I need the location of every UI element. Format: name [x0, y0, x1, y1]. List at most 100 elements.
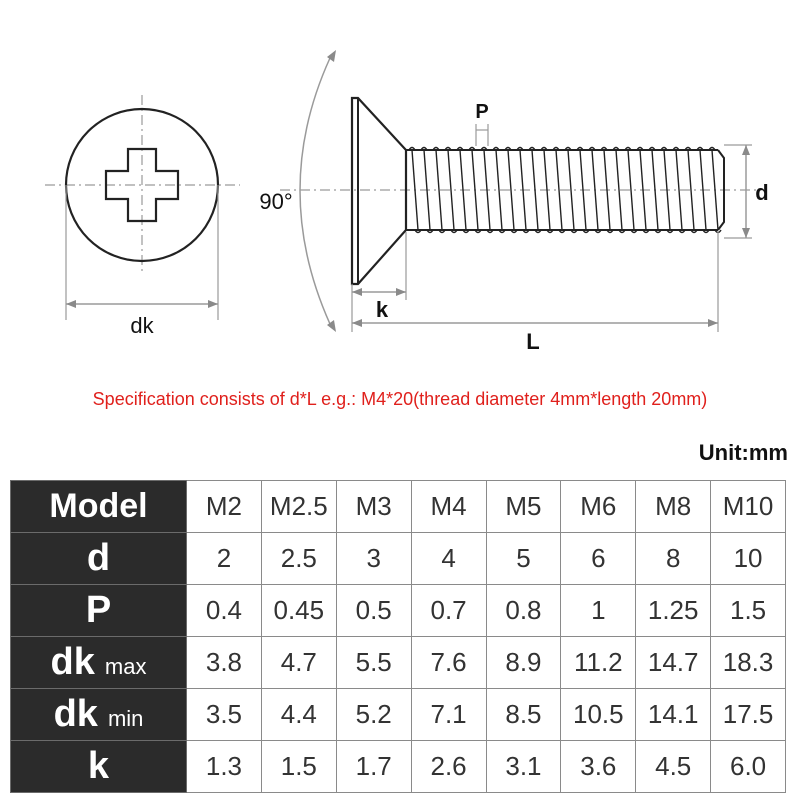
thread-tooth — [672, 146, 686, 234]
L-arrow-left-icon — [352, 319, 362, 327]
value-cell: 7.1 — [410, 688, 487, 741]
thread-tooth — [408, 146, 422, 234]
value-cell: 14.1 — [635, 688, 712, 741]
thread-crest — [651, 149, 659, 231]
thread-tooth — [540, 146, 554, 234]
thread-tooth — [624, 146, 638, 234]
thread-tooth — [648, 146, 662, 234]
angle-arc — [299, 57, 331, 325]
L-arrow-right-icon — [708, 319, 718, 327]
model-cell: M4 — [410, 480, 487, 533]
thread-crest — [507, 149, 515, 231]
value-cell: 1 — [560, 584, 637, 637]
countersunk-head — [350, 96, 408, 286]
row-qualifier: min — [107, 706, 144, 731]
dk-label: dk — [130, 313, 154, 338]
dk-arrow-left-icon — [66, 300, 76, 308]
value-cell: 0.8 — [485, 584, 562, 637]
head-top-view: dk — [45, 95, 240, 338]
thread-crest — [459, 149, 467, 231]
thread-crest — [687, 149, 695, 231]
thread-crest — [615, 149, 623, 231]
value-cell: 8 — [635, 532, 712, 585]
thread-crest — [543, 149, 551, 231]
value-cell: 1.5 — [710, 584, 786, 637]
thread-crest — [447, 149, 455, 231]
row-symbol: dk — [50, 641, 95, 683]
unit-label: Unit:mm — [698, 440, 788, 465]
model-cell: M6 — [560, 480, 637, 533]
k-arrow-right-icon — [396, 288, 406, 296]
thread-crest — [639, 149, 647, 231]
angle-arrow-bottom-icon — [327, 320, 336, 332]
thread-tooth — [420, 146, 434, 234]
thread-tooth — [468, 146, 482, 234]
value-cell: 1.7 — [335, 740, 412, 793]
value-cell: 0.7 — [410, 584, 487, 637]
value-cell: 0.5 — [335, 584, 412, 637]
k-arrow-left-icon — [352, 288, 362, 296]
thread-crest — [591, 149, 599, 231]
row-header-cell: P — [10, 584, 187, 637]
screw-side-view: 90° P d k L — [259, 50, 769, 354]
value-cell: 5 — [485, 532, 562, 585]
L-label: L — [526, 329, 539, 354]
model-cell: M3 — [335, 480, 412, 533]
specification-note: Specification consists of d*L e.g.: M4*2… — [92, 389, 708, 409]
k-label: k — [376, 297, 389, 322]
value-cell: 4.7 — [260, 636, 337, 689]
thread-crest — [711, 149, 719, 231]
row-symbol: dk — [53, 693, 98, 735]
model-cell: M2.5 — [260, 480, 337, 533]
thread-crest — [471, 149, 479, 231]
angle-arrow-top-icon — [327, 50, 336, 62]
value-cell: 2.5 — [260, 532, 337, 585]
value-cell: 17.5 — [710, 688, 786, 741]
value-cell: 0.45 — [260, 584, 337, 637]
value-cell: 4 — [410, 532, 487, 585]
value-cell: 5.2 — [335, 688, 412, 741]
thread-tooth — [456, 146, 470, 234]
d-arrow-bottom-icon — [742, 228, 750, 238]
thread-tooth — [504, 146, 518, 234]
value-cell: 10.5 — [560, 688, 637, 741]
value-cell: 3.5 — [186, 688, 262, 741]
thread-crest — [603, 149, 611, 231]
model-header-cell: Model — [10, 480, 187, 533]
thread-pattern — [408, 146, 722, 234]
value-cell: 2 — [186, 532, 262, 585]
d-label: d — [755, 180, 768, 205]
thread-tooth — [696, 146, 710, 234]
model-cell: M2 — [186, 480, 262, 533]
model-cell: M10 — [710, 480, 786, 533]
thread-tooth — [600, 146, 614, 234]
model-cell: M5 — [485, 480, 562, 533]
value-cell: 5.5 — [335, 636, 412, 689]
value-cell: 4.4 — [260, 688, 337, 741]
value-cell: 10 — [710, 532, 786, 585]
value-cell: 3.1 — [485, 740, 562, 793]
row-symbol: P — [85, 589, 112, 631]
thread-tooth — [576, 146, 590, 234]
thread-crest — [531, 149, 539, 231]
thread-crest — [663, 149, 671, 231]
thread-crest — [435, 149, 443, 231]
value-cell: 3.8 — [186, 636, 262, 689]
model-cell: M8 — [635, 480, 712, 533]
value-cell: 1.25 — [635, 584, 712, 637]
thread-tooth — [636, 146, 650, 234]
thread-tooth — [552, 146, 566, 234]
value-cell: 8.9 — [485, 636, 562, 689]
value-cell: 1.3 — [186, 740, 262, 793]
thread-crest — [555, 149, 563, 231]
value-cell: 0.4 — [186, 584, 262, 637]
thread-tip — [717, 149, 725, 231]
value-cell: 6 — [560, 532, 637, 585]
